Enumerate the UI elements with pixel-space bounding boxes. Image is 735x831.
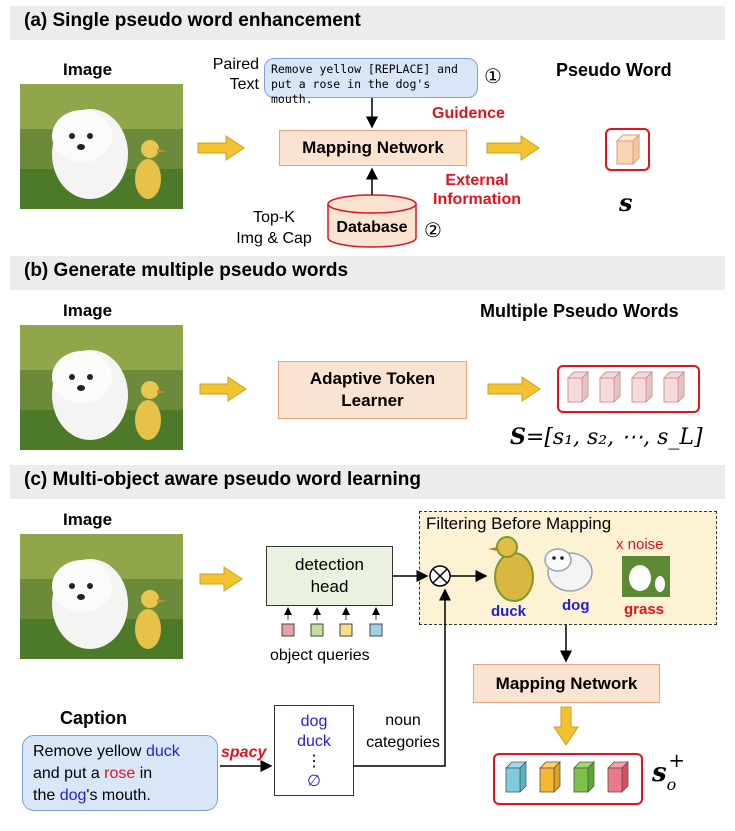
- detection-line1: detection: [295, 555, 364, 574]
- object-queries-label: object queries: [270, 647, 370, 664]
- pseudo-word-symbol: s: [619, 188, 633, 217]
- noise-label: x noise: [616, 536, 664, 553]
- pseudo-word-label: Pseudo Word: [556, 60, 672, 80]
- spacy-label: spacy: [221, 744, 267, 761]
- formula-rhs: =[s₁, s₂, ⋯, s_L]: [525, 425, 703, 450]
- caption-box: Remove yellow duck and put a rose in the…: [22, 735, 218, 811]
- multiple-pseudo-words-label: Multiple Pseudo Words: [480, 301, 679, 321]
- section-a-title: (a) Single pseudo word enhancement: [24, 10, 361, 31]
- noun-to-otimes: [354, 588, 451, 767]
- mapping-network-c: Mapping Network: [473, 664, 660, 703]
- output-sub: o: [666, 775, 677, 794]
- noun-categories-label: noun categories: [366, 710, 440, 754]
- external-line2: Information: [433, 191, 521, 208]
- output-symbol: so +: [652, 748, 693, 794]
- noun-list-box: dog duck ⋮ ∅: [274, 705, 354, 796]
- guidence-label: Guidence: [432, 105, 505, 122]
- caption-w8: 's mouth.: [86, 787, 151, 804]
- learner-line1: Adaptive Token: [309, 369, 436, 388]
- object-query-tokens: [281, 607, 383, 637]
- list-dog: dog: [300, 713, 328, 730]
- paired-text-note: Remove yellow [REPLACE] and put a rose i…: [264, 58, 478, 106]
- external-line1: External: [445, 172, 509, 189]
- caption-w3: and put a: [33, 765, 105, 782]
- mapping-network-a: Mapping Network: [279, 130, 467, 166]
- puppy-image-c: [20, 534, 183, 659]
- list-vdots: ⋮: [306, 753, 322, 770]
- circle-two: ②: [424, 220, 442, 242]
- image-label-a: Image: [63, 60, 113, 79]
- caption-w6: the: [33, 787, 60, 804]
- noun-line1: noun: [385, 712, 421, 729]
- adaptive-token-learner: Adaptive Token Learner: [278, 361, 467, 419]
- caption-rose: rose: [104, 765, 136, 782]
- paired-label-line1: Paired: [212, 56, 259, 73]
- output-s: s: [652, 758, 667, 788]
- caption-duck: duck: [145, 743, 180, 760]
- list-empty: ∅: [307, 773, 321, 790]
- caption-label: Caption: [60, 708, 127, 728]
- image-label-b: Image: [63, 301, 113, 320]
- detection-head: detection head: [266, 546, 393, 606]
- duck-label: duck: [491, 603, 527, 620]
- caption-w1: Remove yellow: [33, 743, 146, 760]
- image-label-c: Image: [63, 510, 113, 529]
- paired-text-line2: put a rose in the dog's mouth.: [271, 77, 431, 106]
- dog-crop: [544, 548, 593, 592]
- caption-w5: in: [135, 765, 153, 782]
- dog-label: dog: [562, 597, 590, 614]
- puppy-image-b: [20, 325, 183, 450]
- detection-line2: head: [310, 577, 349, 596]
- topk-line1: Top-K: [253, 209, 295, 226]
- gold-arrow-b2: [487, 376, 541, 402]
- multi-pseudo-formula: S=[s₁, s₂, ⋯, s_L]: [510, 424, 703, 450]
- learner-line2: Learner: [341, 391, 404, 410]
- section-a-header: (a) Single pseudo word enhancement: [10, 6, 725, 40]
- database-label: Database: [336, 219, 408, 236]
- circle-one: ①: [484, 66, 502, 88]
- grass-label: grass: [624, 601, 665, 618]
- paired-label-line2: Text: [229, 76, 259, 93]
- topk-label: Top-K Img & Cap: [222, 207, 326, 249]
- gold-arrow-a1: [197, 135, 245, 161]
- section-c-header: (c) Multi-object aware pseudo word learn…: [10, 465, 725, 499]
- topk-line2: Img & Cap: [236, 230, 312, 247]
- formula-lhs: S: [510, 424, 526, 450]
- noun-line2: categories: [366, 734, 440, 751]
- section-c-title: (c) Multi-object aware pseudo word learn…: [24, 469, 421, 490]
- section-b-header: (b) Generate multiple pseudo words: [10, 256, 725, 290]
- filter-title: Filtering Before Mapping: [426, 514, 612, 533]
- paired-text-line1: Remove yellow [REPLACE] and: [271, 62, 458, 76]
- gold-arrow-b1: [199, 376, 247, 402]
- section-b-title: (b) Generate multiple pseudo words: [24, 260, 349, 281]
- gold-arrow-a2: [486, 135, 540, 161]
- grass-crop: [622, 556, 670, 597]
- duck-crop: [488, 536, 534, 602]
- paired-text-label: Paired Text: [201, 55, 259, 95]
- puppy-image-a: [20, 84, 183, 209]
- gold-arrow-c1: [199, 566, 243, 592]
- output-sup: +: [668, 748, 686, 772]
- caption-dog: dog: [59, 787, 87, 804]
- list-duck: duck: [297, 733, 331, 750]
- external-info-label: External Information: [418, 171, 536, 209]
- gold-arrow-down-c: [553, 706, 579, 746]
